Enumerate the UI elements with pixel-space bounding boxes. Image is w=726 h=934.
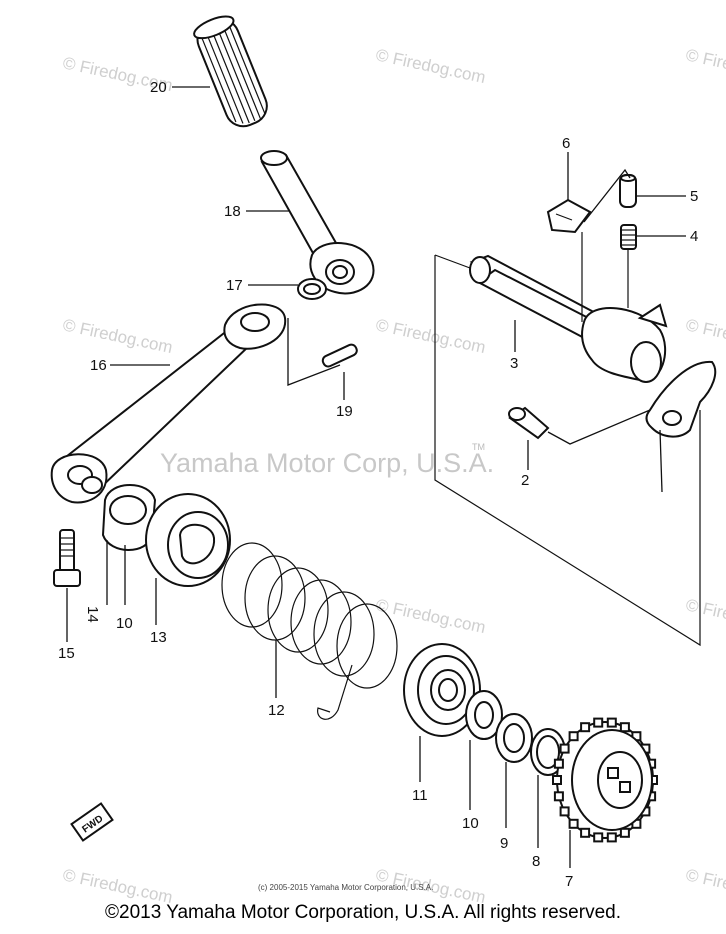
gear-tooth [559,806,570,817]
gear-tooth [606,832,617,843]
watermark-yamaha: Yamaha Motor Corp, U.S.A. [160,448,494,478]
gear-tooth [553,758,564,769]
label-10-upper: 10 [116,615,133,632]
assembly-outline [434,254,701,647]
label-4: 4 [690,228,698,245]
watermark-firedog: © Firedog.com [61,315,174,357]
part-19-pin [287,318,358,386]
copyright-notice: ©2013 Yamaha Motor Corporation, U.S.A. A… [105,902,621,923]
gear-tooth [553,791,564,802]
part-12-kick-spring [221,542,398,720]
watermark-firedog: © Firedog.com [684,45,726,87]
label-10: 10 [462,815,479,832]
label-7: 7 [565,873,573,890]
part-6-clip [546,198,592,234]
label-17: 17 [226,277,243,294]
label-12: 12 [268,702,285,719]
part-11-holder [403,643,481,782]
part-18-kick-arm [260,150,375,295]
part-9-washer [495,713,533,828]
part-16-kick-crank [50,303,287,504]
gear-tooth [619,722,630,733]
gear-tooth [606,717,617,728]
part-20-grip [193,15,268,128]
watermark-firedog: © Firedog.com [684,315,726,357]
gear-tooth [619,827,630,838]
label-2: 2 [521,472,529,489]
part-labels: 20 18 17 16 19 6 5 4 3 2 14 10 13 15 12 … [58,79,698,890]
label-6: 6 [562,135,570,152]
gear-tooth [593,717,604,728]
part-5-pin [619,174,637,208]
part-7-kick-gear [552,717,658,868]
gear-tooth [580,827,591,838]
label-15: 15 [58,645,75,662]
gear-tooth [568,818,579,829]
label-16: 16 [90,357,107,374]
label-8: 8 [532,853,540,870]
gear-tooth [593,832,604,843]
watermark-firedog: © Firedog.com [61,865,174,907]
forward-badge: FWD [70,802,114,842]
small-credit: (c) 2005-2015 Yamaha Motor Corporation, … [258,883,433,892]
watermark-firedog: © Firedog.com [684,595,726,637]
part-10-washer [465,690,503,810]
label-14: 14 [84,606,101,623]
watermark-firedog: © Firedog.com [374,315,487,357]
watermark-firedog: © Firedog.com [374,595,487,637]
part-13-spring-guide [145,493,231,625]
part-2-bolt [508,406,651,470]
label-9: 9 [500,835,508,852]
leader-lines [110,86,686,400]
label-13: 13 [150,629,167,646]
gear-tooth [559,743,570,754]
watermark-firedog: © Firedog.com [374,45,487,87]
part-15-bolt [53,529,81,642]
label-20: 20 [150,79,167,96]
stopper-plate [645,360,717,493]
label-5: 5 [690,188,698,205]
watermark-firedog: © Firedog.com [684,865,726,907]
part-17-washer [297,278,327,300]
part-4-spring [620,224,637,250]
gear-tooth [552,775,562,785]
gear-tooth [568,731,579,742]
part-14-collar [101,484,157,605]
label-18: 18 [224,203,241,220]
watermark-tm: TM [472,442,485,452]
label-11: 11 [412,787,428,804]
label-3: 3 [510,355,518,372]
label-19: 19 [336,403,353,420]
part-3-kick-axle [469,232,668,383]
gear-tooth [580,722,591,733]
